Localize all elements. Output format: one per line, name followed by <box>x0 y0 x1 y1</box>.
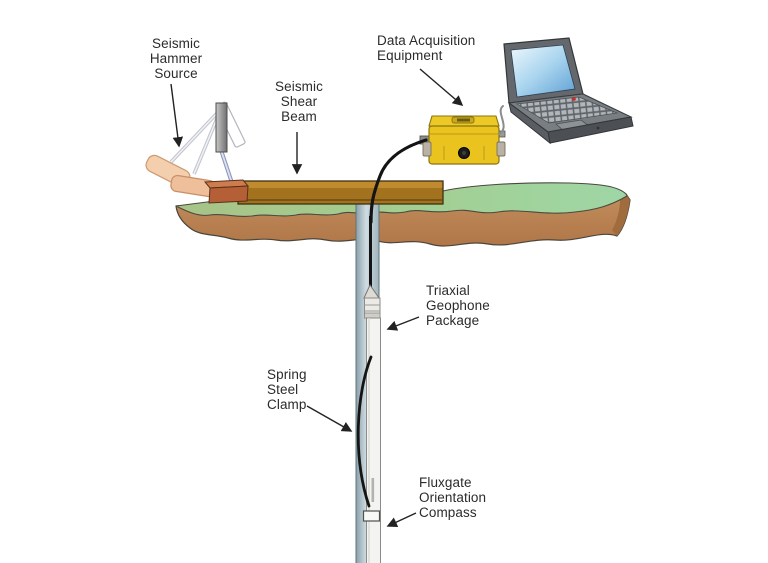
probe-body <box>366 317 381 563</box>
probe-slot-detail <box>371 478 375 502</box>
daq-to-borehole-cable <box>369 138 428 224</box>
label-spring-steel-clamp: Spring Steel Clamp <box>267 367 307 412</box>
laptop-screen <box>510 44 576 98</box>
laptop-illustration <box>503 37 634 145</box>
hammer-rod <box>219 149 235 187</box>
daq-to-laptop-cable <box>498 105 505 135</box>
laptop-trackpoint <box>572 97 576 101</box>
arrow-data-acquisition-equipment <box>419 68 464 107</box>
label-triaxial-geophone-package: Triaxial Geophone Package <box>426 283 490 328</box>
arrow-triaxial-geophone-package <box>386 316 420 331</box>
hammer-grip <box>215 102 228 153</box>
spring-steel-clamp-arc <box>356 355 373 508</box>
shear-beam-illustration <box>237 180 444 205</box>
label-data-acquisition-equipment: Data Acquisition Equipment <box>377 33 476 63</box>
label-seismic-shear-beam: Seismic Shear Beam <box>275 79 323 124</box>
fluxgate-compass-unit <box>362 510 381 522</box>
daq-latch-right <box>496 141 506 157</box>
daq-box-illustration <box>419 115 506 165</box>
strike-block <box>203 179 250 204</box>
hammer-ghost-rods <box>169 107 223 175</box>
laptop-left-face <box>508 101 551 145</box>
label-seismic-hammer-source: Seismic Hammer Source <box>149 36 203 81</box>
label-fluxgate-orientation-compass: Fluxgate Orientation Compass <box>419 475 487 520</box>
geophone-probe-illustration <box>356 216 381 563</box>
ground-right-face <box>612 190 630 236</box>
laptop-keyboard <box>515 96 619 124</box>
arrow-spring-steel-clamp <box>306 405 353 432</box>
daq-latch-left <box>422 141 432 157</box>
arrow-fluxgate-orientation-compass <box>386 512 417 528</box>
arrow-seismic-hammer-source <box>170 83 184 148</box>
hammer-source-illustration <box>145 101 250 204</box>
